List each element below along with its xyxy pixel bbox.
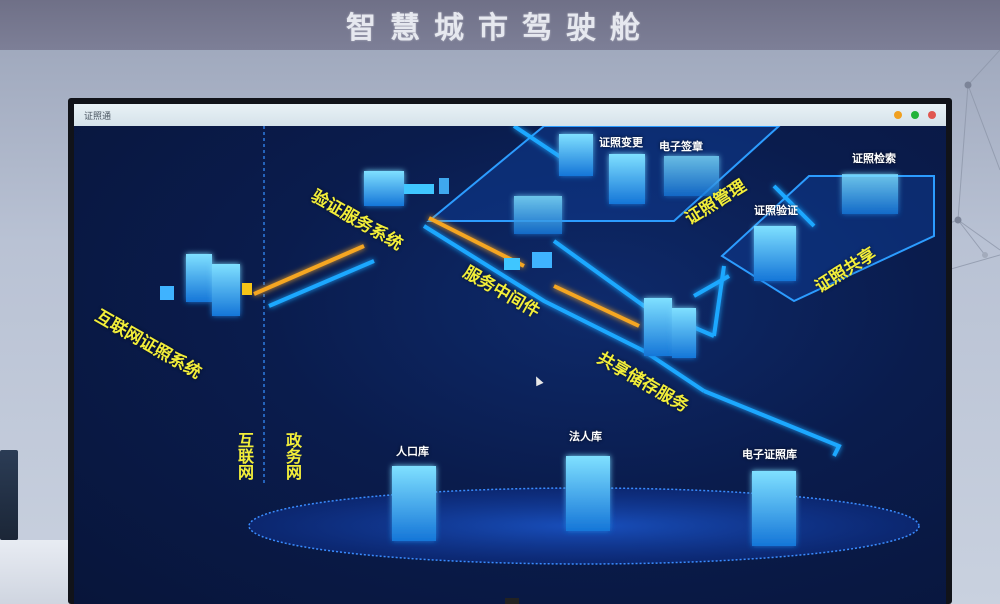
internet-zone-label: 互联网 [235, 432, 254, 480]
verification-server [364, 171, 449, 206]
window-controls [894, 111, 936, 119]
diagram-graphics [160, 126, 935, 565]
management-modules [559, 134, 719, 204]
display-monitor: 证照通 [68, 98, 952, 604]
banner-title: 智慧城市驾驶舱 [346, 11, 654, 46]
shared-storage-server [644, 298, 696, 358]
architecture-diagram: 互联网证照系统 验证服务系统 服务中间件 共享储存服务 证照管理 证照共享 证照… [74, 126, 946, 604]
population-db-label: 人口库 [396, 445, 429, 458]
app-window: 证照通 [74, 104, 946, 604]
license-change-label: 证照变更 [599, 136, 643, 149]
kiosk-terminal [0, 450, 18, 540]
internet-server-cluster [160, 254, 252, 316]
minimize-button[interactable] [894, 111, 902, 119]
window-title: 证照通 [84, 111, 112, 122]
legal-person-db-label: 法人库 [569, 430, 602, 443]
exhibit-banner: 智慧城市驾驶舱 [0, 0, 1000, 50]
middleware-nodes [504, 196, 562, 270]
monitor-stand [505, 598, 519, 604]
maximize-button[interactable] [911, 111, 919, 119]
desk [0, 540, 72, 604]
close-button[interactable] [928, 111, 936, 119]
license-verification-label: 证照验证 [754, 204, 798, 217]
orange-links [253, 216, 640, 328]
e-license-db-label: 电子证照库 [742, 448, 797, 461]
database-towers [392, 456, 796, 546]
license-search-label: 证照检索 [852, 152, 896, 165]
electronic-signature-label: 电子签章 [659, 140, 703, 153]
gov-network-zone-label: 政务网 [283, 432, 302, 480]
window-titlebar[interactable]: 证照通 [74, 104, 946, 126]
sharing-modules [754, 174, 898, 281]
